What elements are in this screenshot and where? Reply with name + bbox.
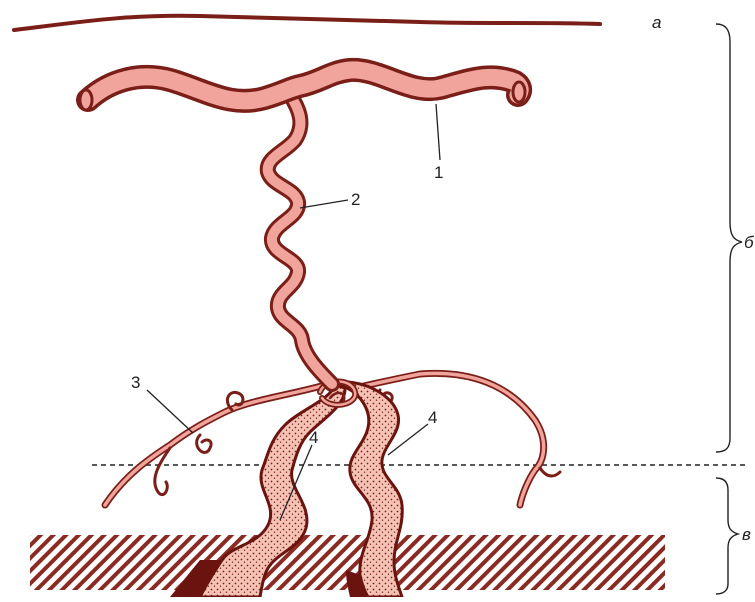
brace-v — [716, 478, 738, 594]
brace-b — [716, 24, 742, 452]
layer-label-v: в — [742, 525, 751, 544]
layer-label-b: б — [744, 233, 755, 252]
surface-line — [14, 16, 600, 30]
label-2: 2 — [351, 190, 360, 209]
penetrating-arteriole — [268, 95, 332, 384]
layer-label-a: а — [652, 13, 661, 32]
label-1: 1 — [434, 163, 443, 182]
label-4-right: 4 — [428, 408, 437, 427]
label-3: 3 — [131, 373, 140, 392]
label-4-left: 4 — [309, 428, 318, 447]
